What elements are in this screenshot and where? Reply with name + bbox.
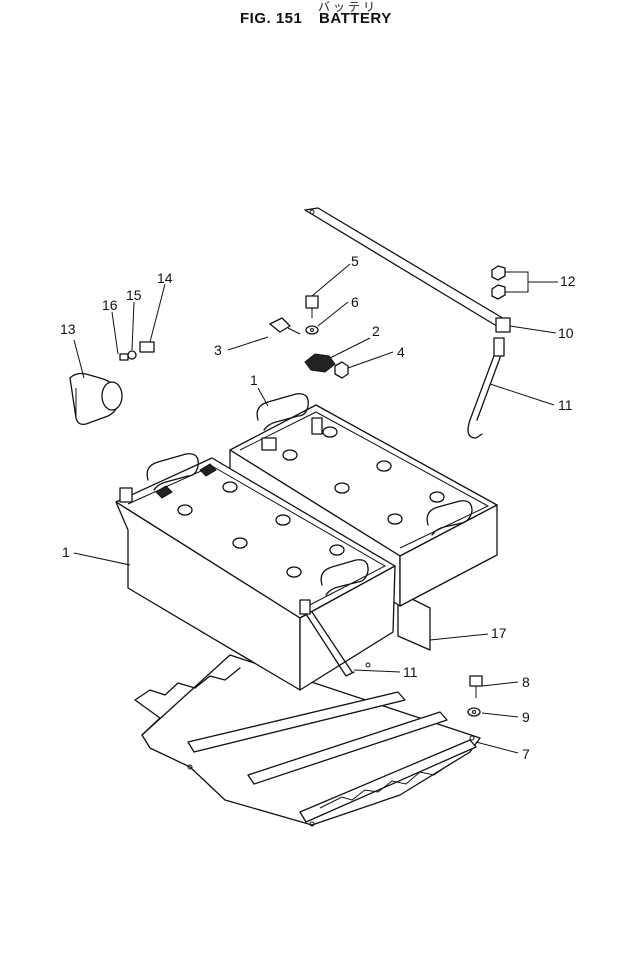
terminal-parts	[269, 295, 349, 379]
callout-11-upper: 11	[558, 397, 573, 413]
callout-9: 9	[522, 709, 530, 725]
callout-17: 17	[491, 625, 507, 641]
hold-down-rod-lower	[305, 611, 355, 677]
battery-relay	[69, 341, 155, 426]
callout-4: 4	[397, 344, 405, 360]
callout-labels: 1 1 2 3 4 5 6 7 8 9 10 11 11 12 13 14 15…	[60, 253, 576, 762]
callout-15: 15	[126, 287, 142, 303]
page-title: FIG. 151 BATTERY	[240, 10, 392, 27]
leader-lines	[73, 263, 558, 754]
callout-1-upper: 1	[250, 372, 258, 388]
hold-down-rod-upper	[467, 337, 505, 439]
title-japanese: バッテリ	[318, 0, 379, 14]
callout-8: 8	[522, 674, 530, 690]
callout-13: 13	[60, 321, 76, 337]
callout-1-left: 1	[62, 544, 70, 560]
figure-title: BATTERY	[319, 10, 392, 27]
callout-2: 2	[372, 323, 380, 339]
callout-12: 12	[560, 273, 576, 289]
callout-6: 6	[351, 294, 359, 310]
figure-number: FIG. 151	[240, 10, 303, 27]
callout-16: 16	[102, 297, 118, 313]
spacer-plate	[397, 591, 431, 651]
hold-down-bar	[304, 207, 511, 333]
battery-front	[115, 453, 396, 691]
callout-7: 7	[522, 746, 530, 762]
nuts-12	[491, 265, 506, 300]
callout-11-lower: 11	[403, 664, 418, 680]
bolt-and-washer	[467, 675, 483, 717]
callout-10: 10	[558, 325, 574, 341]
callout-3: 3	[214, 342, 222, 358]
battery-tray	[134, 654, 481, 827]
callout-5: 5	[351, 253, 359, 269]
callout-14: 14	[157, 270, 173, 286]
